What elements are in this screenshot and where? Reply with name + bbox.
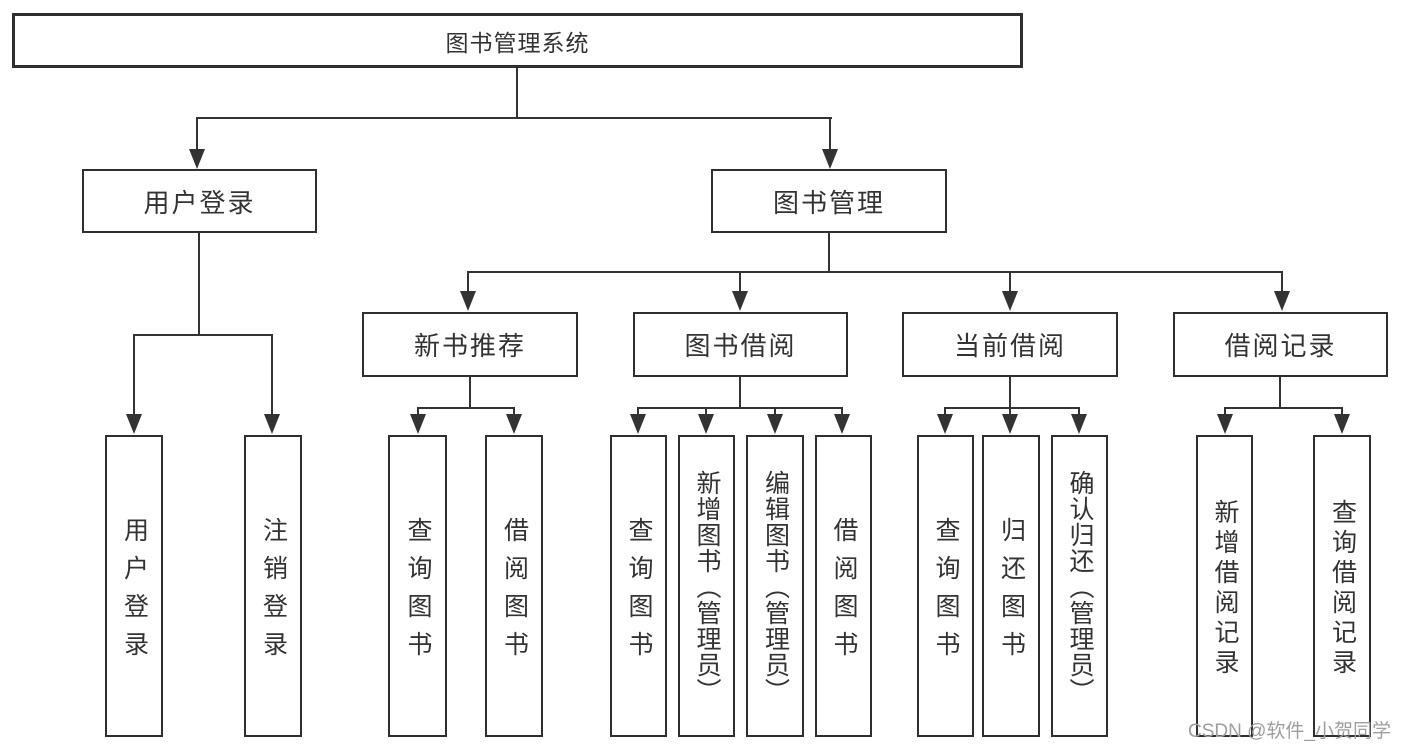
- arrow-down-icon: [189, 149, 205, 169]
- leaf-label: 注销登录: [259, 516, 288, 669]
- leaf-return-book: 归还图书: [982, 435, 1040, 737]
- node-user-login: 用户登录: [82, 169, 317, 233]
- leaf-borrow-books-recommend: 借阅图书: [485, 435, 543, 737]
- arrow-down-icon: [834, 414, 850, 434]
- connector-line: [1009, 407, 1011, 417]
- connector-line: [271, 334, 273, 417]
- arrow-down-icon: [126, 414, 142, 434]
- arrow-down-icon: [1274, 291, 1290, 311]
- leaf-label: 查询图书: [932, 516, 960, 669]
- leaf-logout: 注销登录: [244, 435, 302, 737]
- leaf-query-books-borrowing: 查询图书: [610, 435, 667, 737]
- node-current-borrowing: 当前借阅: [902, 312, 1118, 377]
- connector-line: [739, 271, 741, 295]
- connector-line: [467, 271, 1283, 273]
- connector-line: [133, 334, 273, 336]
- connector-line: [705, 407, 707, 417]
- connector-line: [417, 407, 419, 417]
- leaf-add-borrow-record: 新增借阅记录: [1196, 435, 1253, 737]
- connector-line: [637, 407, 843, 409]
- leaf-query-borrow-record: 查询借阅记录: [1313, 435, 1371, 737]
- arrow-down-icon: [937, 414, 953, 434]
- connector-line: [944, 407, 1080, 409]
- node-book-management: 图书管理: [711, 169, 947, 233]
- node-label: 新书推荐: [413, 331, 526, 361]
- arrow-down-icon: [460, 291, 476, 311]
- connector-line: [198, 233, 200, 336]
- node-label: 用户登录: [143, 187, 256, 218]
- leaf-confirm-return-admin: 确认归还（管理员）: [1051, 435, 1108, 737]
- connector-line: [944, 407, 946, 417]
- node-label: 图书管理系统: [445, 29, 590, 56]
- arrow-down-icon: [1002, 291, 1018, 311]
- connector-line: [1078, 407, 1080, 417]
- leaf-label: 编辑图书（管理员）: [761, 469, 790, 704]
- leaf-label: 查询图书: [625, 516, 653, 669]
- connector-line: [1009, 377, 1011, 409]
- connector-line: [829, 117, 831, 153]
- connector-line: [1279, 377, 1281, 409]
- arrow-down-icon: [410, 414, 426, 434]
- arrow-down-icon: [822, 149, 838, 169]
- connector-line: [1009, 271, 1011, 295]
- node-label: 图书借阅: [684, 331, 797, 361]
- connector-line: [841, 407, 843, 417]
- leaf-query-books-current: 查询图书: [917, 435, 974, 737]
- leaf-label: 查询借阅记录: [1328, 498, 1357, 679]
- arrow-down-icon: [698, 414, 714, 434]
- connector-line: [637, 407, 639, 417]
- connector-line: [469, 377, 471, 409]
- arrow-down-icon: [264, 414, 280, 434]
- leaf-label: 归还图书: [997, 516, 1026, 669]
- leaf-label: 新增图书（管理员）: [693, 469, 721, 704]
- leaf-label: 借阅图书: [830, 516, 858, 669]
- node-label: 当前借阅: [953, 331, 1066, 361]
- arrow-down-icon: [732, 291, 748, 311]
- connector-line: [1341, 407, 1343, 417]
- node-library-management-system: 图书管理系统: [12, 13, 1023, 68]
- node-book-borrowing: 图书借阅: [633, 312, 848, 377]
- leaf-borrow-books-borrowing: 借阅图书: [815, 435, 872, 737]
- node-new-book-recommend: 新书推荐: [362, 312, 578, 377]
- arrow-down-icon: [506, 414, 522, 434]
- connector-line: [417, 407, 515, 409]
- leaf-query-books-recommend: 查询图书: [388, 435, 447, 737]
- connector-line: [196, 117, 198, 153]
- leaf-label: 借阅图书: [500, 516, 529, 669]
- connector-line: [516, 68, 518, 118]
- arrow-down-icon: [1071, 414, 1087, 434]
- node-label: 借阅记录: [1224, 331, 1337, 361]
- leaf-user-login: 用户登录: [105, 435, 163, 737]
- leaf-label: 用户登录: [120, 516, 149, 669]
- connector-line: [739, 377, 741, 409]
- leaf-label: 查询图书: [404, 516, 432, 669]
- leaf-edit-book-admin: 编辑图书（管理员）: [746, 435, 804, 737]
- arrow-down-icon: [630, 414, 646, 434]
- node-label: 图书管理: [772, 187, 885, 218]
- arrow-down-icon: [1334, 414, 1350, 434]
- connector-line: [133, 334, 135, 417]
- leaf-label: 新增借阅记录: [1211, 498, 1239, 679]
- arrow-down-icon: [767, 414, 783, 434]
- connector-line: [1281, 271, 1283, 295]
- arrow-down-icon: [1217, 414, 1233, 434]
- csdn-watermark: CSDN @软件_小贺同学: [1188, 721, 1391, 742]
- connector-line: [1224, 407, 1226, 417]
- node-borrowing-records: 借阅记录: [1173, 312, 1388, 377]
- connector-line: [467, 271, 469, 295]
- connector-line: [1224, 407, 1343, 409]
- connector-line: [828, 233, 830, 273]
- arrow-down-icon: [1002, 414, 1018, 434]
- leaf-add-book-admin: 新增图书（管理员）: [678, 435, 735, 737]
- connector-line: [513, 407, 515, 417]
- leaf-label: 确认归还（管理员）: [1066, 469, 1094, 704]
- connector-line: [196, 117, 832, 119]
- connector-line: [774, 407, 776, 417]
